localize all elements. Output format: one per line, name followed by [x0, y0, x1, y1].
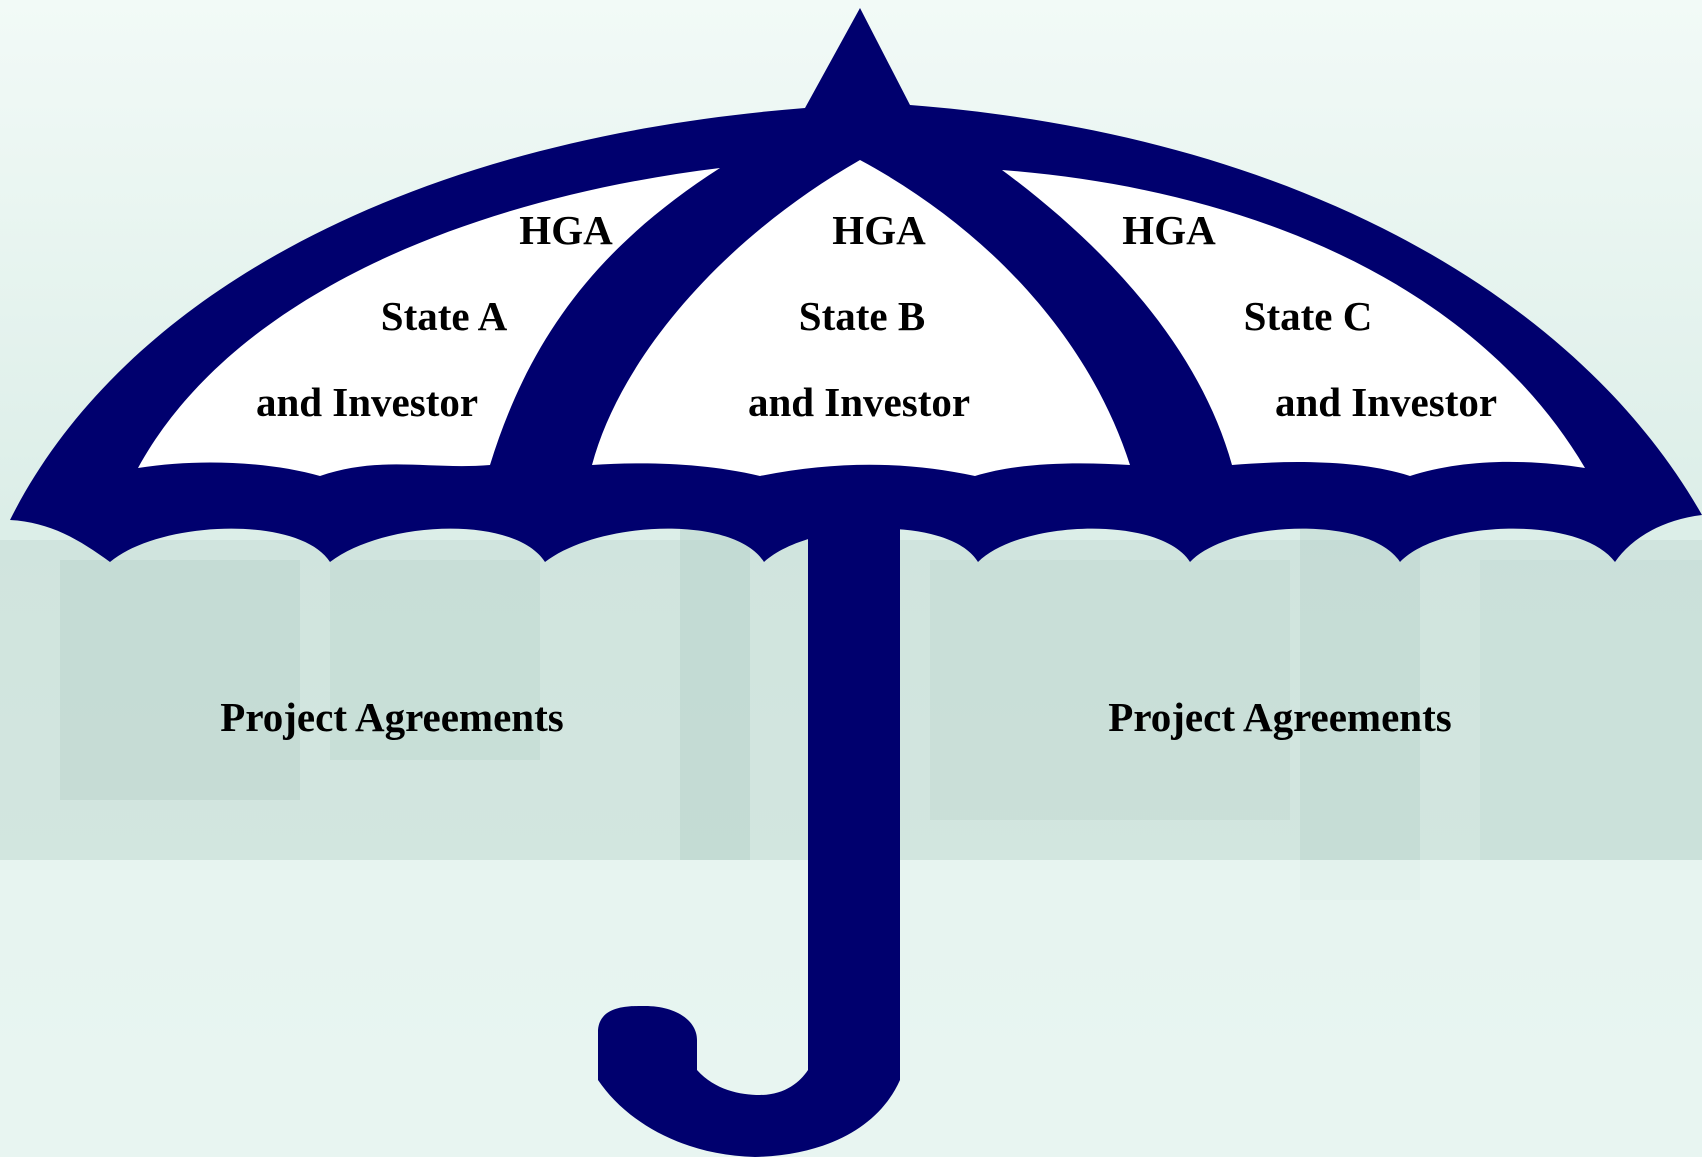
section-a-line2: State A	[381, 293, 508, 339]
umbrella-handle	[598, 505, 900, 1157]
canopy-panel-left	[138, 168, 720, 476]
section-c-line1: HGA	[1122, 207, 1216, 253]
canopy-section-b: HGA State B and Investor	[748, 207, 970, 425]
project-agreements-right: Project Agreements	[1108, 694, 1451, 740]
section-b-line1: HGA	[832, 207, 926, 253]
section-a-line1: HGA	[519, 207, 613, 253]
canopy-section-a: HGA State A and Investor	[256, 207, 613, 425]
section-b-line3: and Investor	[748, 379, 970, 425]
section-a-line3: and Investor	[256, 379, 478, 425]
project-agreements-left: Project Agreements	[220, 694, 563, 740]
canopy-panel-middle	[592, 160, 1130, 476]
section-b-line2: State B	[799, 293, 925, 339]
canopy-panel-right	[1002, 170, 1585, 476]
section-c-line2: State C	[1244, 293, 1373, 339]
canopy-section-c: HGA State C and Investor	[1122, 207, 1497, 425]
section-c-line3: and Investor	[1275, 379, 1497, 425]
